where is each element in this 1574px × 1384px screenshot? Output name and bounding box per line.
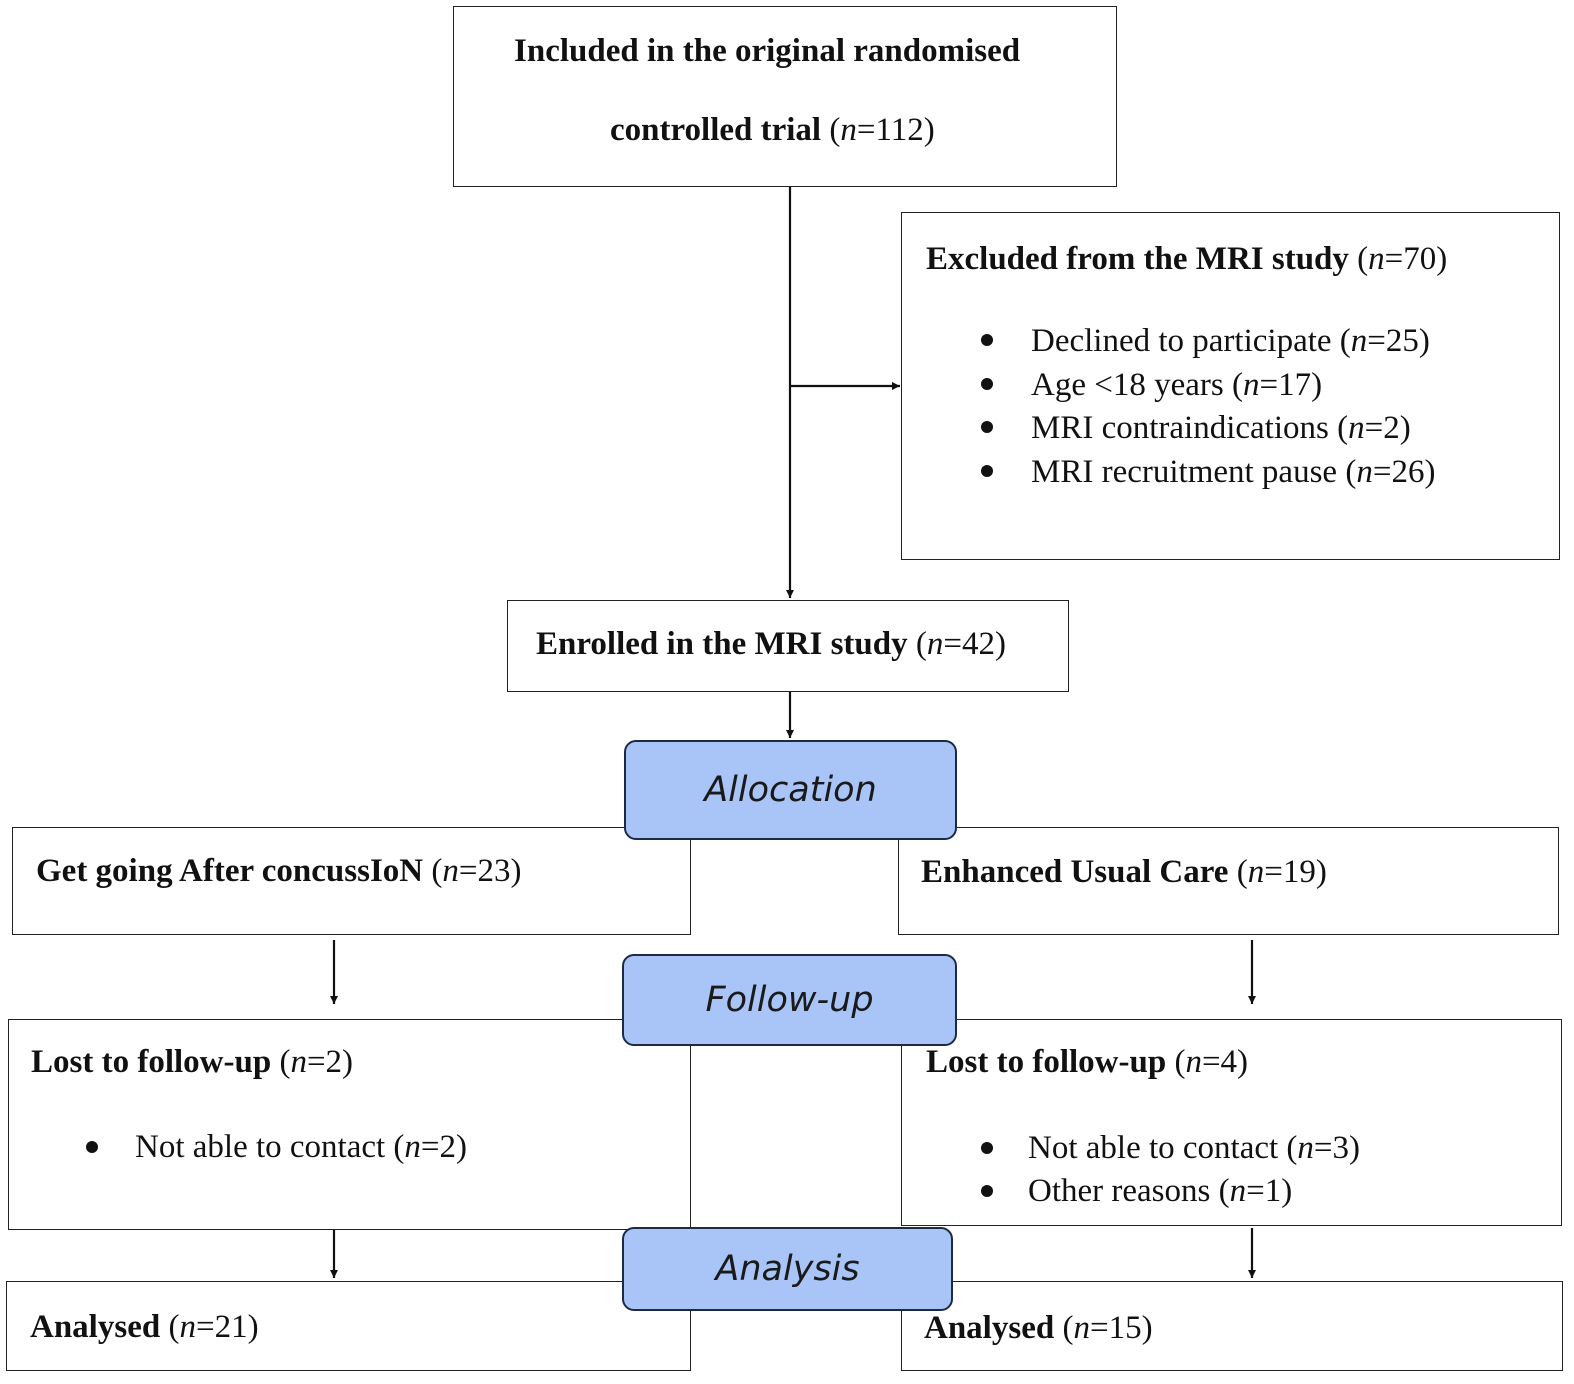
left-analysed-label: Analysed (n=21) [30,1309,259,1345]
bullet-icon [981,421,993,433]
right-lost-item-other: Other reasons (n=1) [1028,1173,1293,1209]
followup-stage-label: Follow-up [622,954,957,1046]
excluded-title: Excluded from the MRI study (n=70) [926,241,1448,277]
left-lost-title: Lost to follow-up (n=2) [31,1044,354,1080]
included-line2: controlled trial (n=112) [610,112,935,148]
right-analysed-box: Analysed (n=15) [901,1281,1563,1371]
bullet-icon [981,378,993,390]
analysis-stage-label: Analysis [622,1227,953,1311]
bullet-icon [981,465,993,477]
right-lost-box: Lost to follow-up (n=4) Not able to cont… [901,1019,1562,1226]
allocation-stage-label: Allocation [624,740,957,840]
excluded-item-pause: MRI recruitment pause (n=26) [1031,454,1436,490]
right-arm-label: Enhanced Usual Care (n=19) [921,854,1327,890]
left-lost-box: Lost to follow-up (n=2) Not able to cont… [8,1019,691,1230]
right-analysed-label: Analysed (n=15) [924,1310,1153,1346]
excluded-box: Excluded from the MRI study (n=70) Decli… [901,212,1560,560]
enrolled-label: Enrolled in the MRI study (n=42) [536,626,1006,662]
left-lost-item-contact: Not able to contact (n=2) [135,1129,468,1165]
excluded-item-contraindications: MRI contraindications (n=2) [1031,410,1411,446]
bullet-icon [981,1185,993,1197]
included-line1: Included in the original randomised [514,33,1021,69]
bullet-icon [86,1141,98,1153]
right-lost-item-contact: Not able to contact (n=3) [1028,1130,1361,1166]
excluded-item-declined: Declined to participate (n=25) [1031,323,1430,359]
enrolled-box: Enrolled in the MRI study (n=42) [507,600,1069,692]
included-box: Included in the original randomised cont… [453,6,1117,187]
bullet-icon [981,334,993,346]
bullet-icon [981,1142,993,1154]
left-analysed-box: Analysed (n=21) [6,1281,691,1371]
excluded-item-age: Age <18 years (n=17) [1031,367,1323,403]
right-lost-title: Lost to follow-up (n=4) [926,1044,1249,1080]
right-arm-box: Enhanced Usual Care (n=19) [898,827,1559,935]
left-arm-label: Get going After concussIoN (n=23) [36,853,522,889]
left-arm-box: Get going After concussIoN (n=23) [12,827,691,935]
